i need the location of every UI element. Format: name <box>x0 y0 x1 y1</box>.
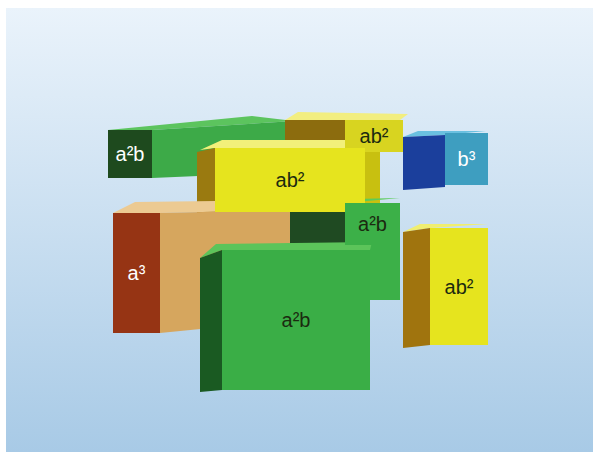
block-label: a²b <box>358 213 387 235</box>
block-label: ab² <box>360 125 389 147</box>
side-face <box>200 250 222 392</box>
block-label: b³ <box>458 148 476 170</box>
block-label: a²b <box>282 309 311 331</box>
block-front-face: a²b <box>222 250 370 390</box>
background <box>6 8 593 452</box>
side-face <box>403 228 430 348</box>
side-face <box>403 135 445 190</box>
block-label: ab² <box>445 276 474 298</box>
block-label: a²b <box>116 143 145 165</box>
block-label: ab² <box>276 169 305 191</box>
block-label: a³ <box>128 262 146 284</box>
block-front-face: ab² <box>430 228 488 345</box>
block-end-face: a²b <box>108 130 152 178</box>
block-side-face: b³ <box>445 133 488 185</box>
block-front-face: a²b <box>345 203 400 245</box>
top-face <box>285 112 408 120</box>
block-side-face: a³ <box>113 213 160 333</box>
block-front-face: ab² <box>215 148 365 212</box>
